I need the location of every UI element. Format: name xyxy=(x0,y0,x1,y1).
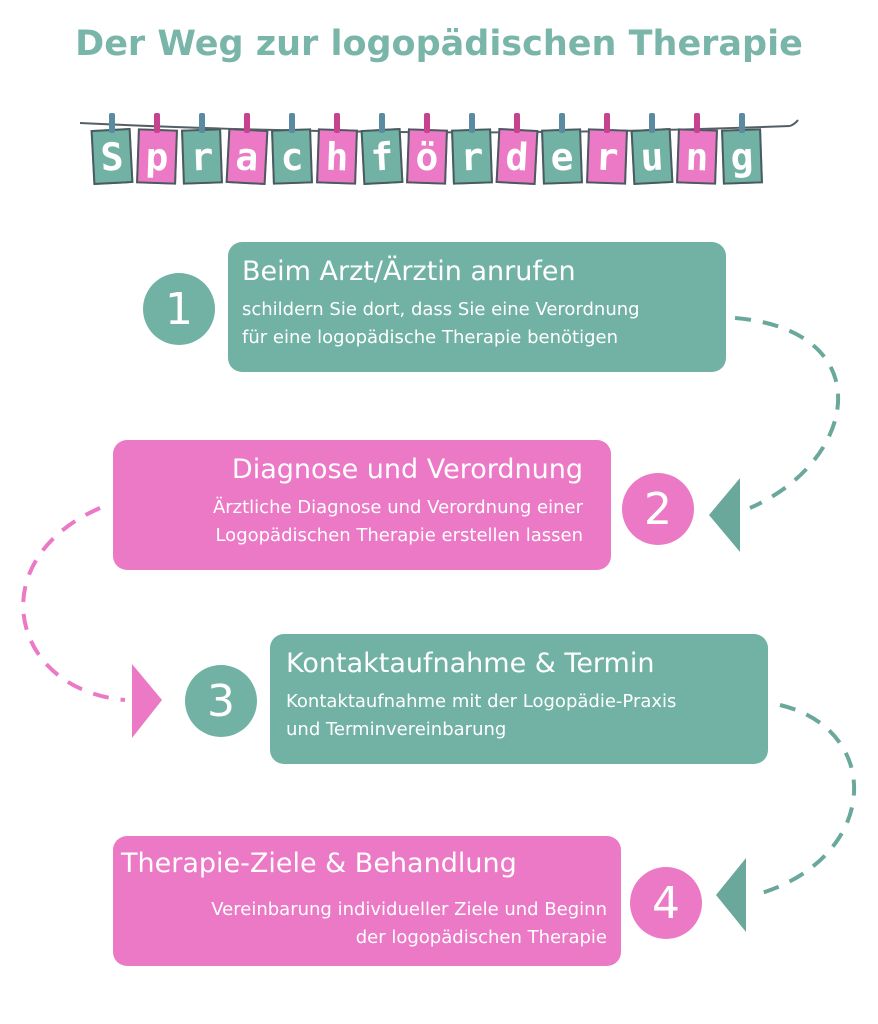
clothespin-icon xyxy=(289,113,295,133)
clothespin-icon xyxy=(604,113,610,133)
clothespin-icon xyxy=(514,113,520,133)
step-title: Therapie-Ziele & Behandlung xyxy=(121,848,517,879)
step-title: Diagnose und Verordnung xyxy=(231,454,583,485)
clothespin-icon xyxy=(649,113,655,133)
step-card-1: Beim Arzt/Ärztin anrufen schildern Sie d… xyxy=(228,242,726,372)
clothespin-icon xyxy=(559,113,565,133)
step-number-1: 1 xyxy=(143,273,215,345)
step-number-4: 4 xyxy=(630,867,702,939)
step-card-2: Diagnose und Verordnung Ärztliche Diagno… xyxy=(113,440,611,570)
connector-1-2 xyxy=(734,316,841,510)
step-number-2: 2 xyxy=(622,473,694,545)
step-description-line2: der logopädischen Therapie xyxy=(355,927,607,948)
step-title: Beim Arzt/Ärztin anrufen xyxy=(242,256,576,287)
clothespin-icon xyxy=(694,113,700,133)
step-description-line1: Vereinbarung individueller Ziele und Beg… xyxy=(211,899,607,920)
clothespin-icon xyxy=(739,113,745,133)
arrowhead-to-2 xyxy=(709,478,740,552)
step-description-line1: schildern Sie dort, dass Sie eine Verord… xyxy=(242,299,640,320)
step-description-line1: Kontaktaufnahme mit der Logopädie-Praxis xyxy=(286,691,677,712)
clothespin-icon xyxy=(199,113,205,133)
step-card-3: Kontaktaufnahme & Termin Kontaktaufnahme… xyxy=(270,634,768,764)
step-number-3: 3 xyxy=(185,665,257,737)
clothespin-icon xyxy=(154,113,160,133)
connector-2-3 xyxy=(21,506,126,702)
step-description-line2: für eine logopädische Therapie benötigen xyxy=(242,327,618,348)
clothespin-icon xyxy=(379,113,385,133)
step-description-line1: Ärztliche Diagnose und Verordnung einer xyxy=(212,497,583,518)
clothespin-icon xyxy=(469,113,475,133)
clothespin-icon xyxy=(334,113,340,133)
step-card-4: Therapie-Ziele & Behandlung Vereinbarung… xyxy=(113,836,621,966)
arrowhead-to-3 xyxy=(132,664,162,738)
clothespin-icon xyxy=(424,113,430,133)
page-title: Der Weg zur logopädischen Therapie xyxy=(75,24,803,64)
clothespin-icon xyxy=(244,113,250,133)
arrowhead-to-4 xyxy=(716,858,746,932)
step-description-line2: und Terminvereinbarung xyxy=(286,719,507,740)
clothespin-icon xyxy=(109,113,115,133)
connector-3-4 xyxy=(754,703,857,897)
step-description-line2: Logopädischen Therapie erstellen lassen xyxy=(215,525,583,546)
step-title: Kontaktaufnahme & Termin xyxy=(286,648,655,679)
